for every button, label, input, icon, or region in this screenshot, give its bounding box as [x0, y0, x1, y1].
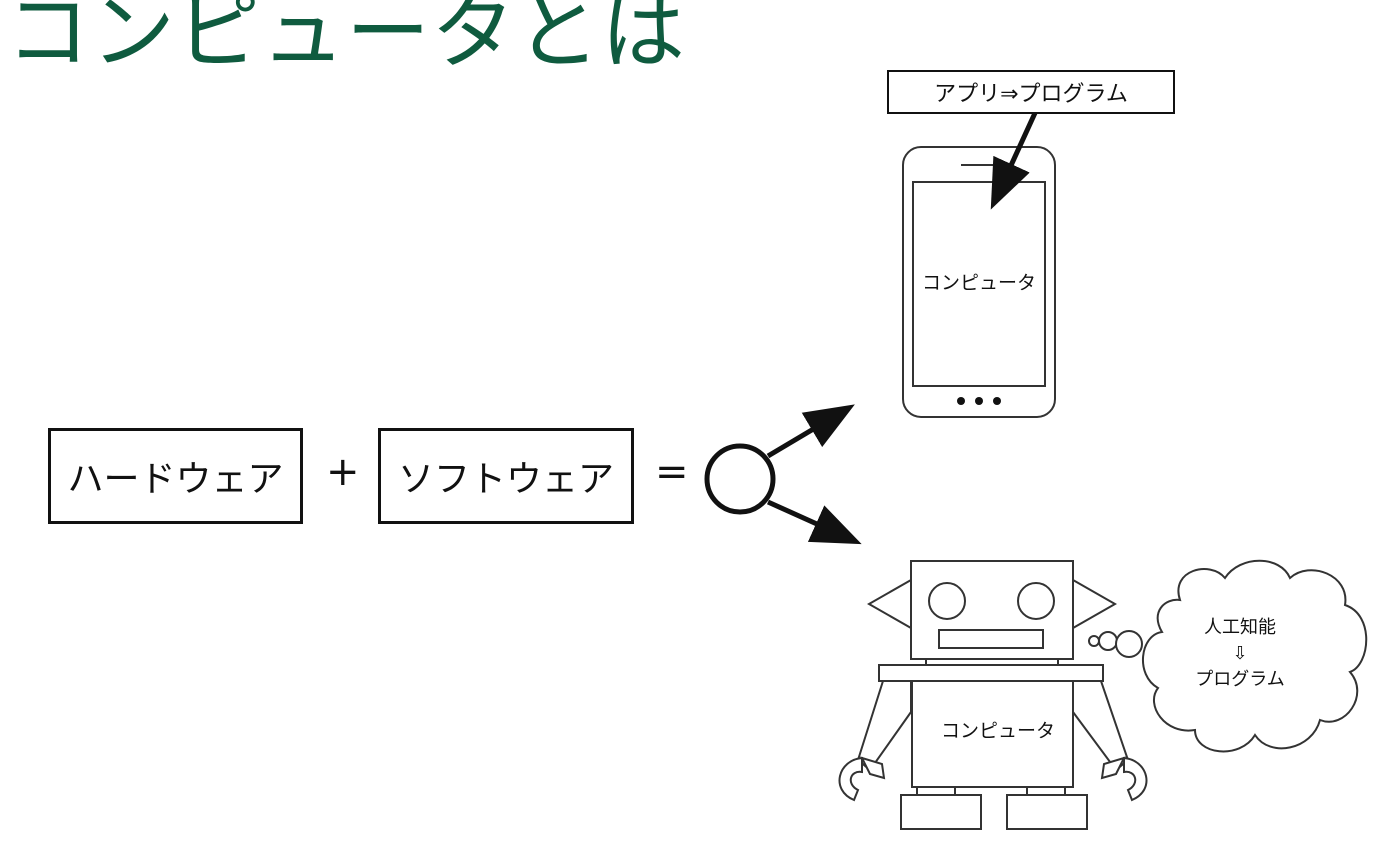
- app-arrow: [990, 111, 1038, 210]
- thought-text: 人工知能 ⇩ プログラム: [1175, 615, 1305, 693]
- slide-title: コンピュータとは: [6, 0, 687, 81]
- thought-down-arrow: ⇩: [1232, 643, 1248, 664]
- robot-body-label: コンピュータ: [941, 720, 1056, 742]
- robot-icon: [838, 560, 1148, 830]
- hardware-box: ハードウェア: [48, 428, 303, 524]
- arrow-to-smartphone: [766, 404, 855, 459]
- arrow-to-robot: [766, 499, 862, 545]
- equals-sign: =: [655, 449, 689, 495]
- app-program-label: アプリ⇒プログラム: [887, 70, 1175, 114]
- result-circle: [704, 443, 776, 515]
- plus-sign: +: [326, 449, 360, 495]
- thought-line-ai: 人工知能: [1204, 617, 1276, 638]
- software-label: ソフトウェア: [397, 459, 614, 500]
- phone-screen-label: コンピュータ: [922, 272, 1037, 294]
- thought-bubble-icon: [1088, 559, 1368, 753]
- thought-line-program: プログラム: [1195, 669, 1285, 690]
- smartphone-icon: [902, 146, 1056, 418]
- hardware-label: ハードウェア: [67, 459, 284, 500]
- software-box: ソフトウェア: [378, 428, 634, 524]
